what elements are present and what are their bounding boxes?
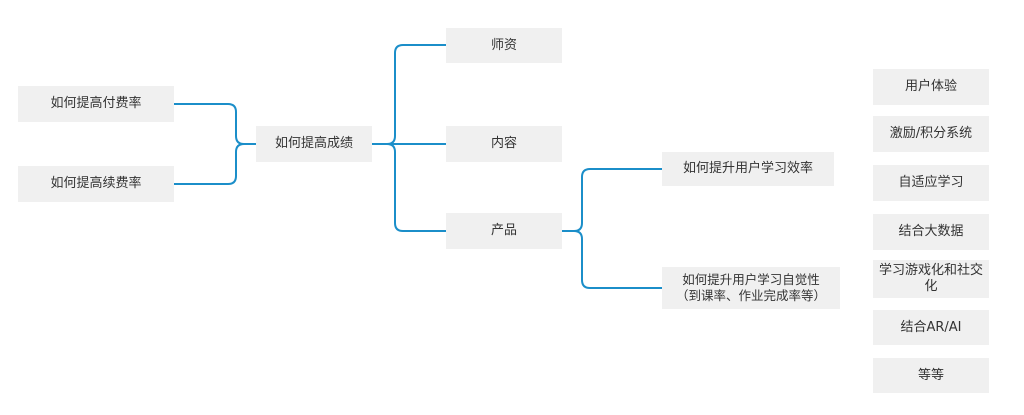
node-label: 内容 (490, 136, 517, 151)
node-label: 如何提高成绩 (274, 136, 353, 151)
node-user-learning-efficiency[interactable]: 如何提升用户学习效率 (662, 152, 834, 186)
connector-renew-to-root (173, 143, 257, 185)
node-content[interactable]: 内容 (446, 126, 562, 162)
node-increase-pay-rate[interactable]: 如何提高付费率 (18, 86, 174, 122)
list-item-etc[interactable]: 等等 (873, 358, 989, 393)
node-root-improve-grades[interactable]: 如何提高成绩 (256, 126, 372, 162)
node-label-line2: （到课率、作业完成率等） (675, 288, 826, 303)
list-item-big-data[interactable]: 结合大数据 (873, 214, 989, 250)
node-label: 结合大数据 (898, 224, 964, 239)
connector-pay-to-root (173, 103, 257, 145)
connector-root-to-teachers (371, 44, 447, 145)
node-label: 学习游戏化和社交化 (879, 263, 984, 294)
connector-root-to-product (371, 143, 447, 232)
connector-product-to-efficiency (561, 168, 663, 232)
node-product[interactable]: 产品 (446, 213, 562, 249)
node-label-line1: 如何提升用户学习自觉性 (682, 272, 820, 287)
list-item-gamification-socialization[interactable]: 学习游戏化和社交化 (873, 260, 989, 298)
node-label: 自适应学习 (898, 175, 964, 190)
node-label: 用户体验 (904, 79, 957, 94)
node-label: 如何提高付费率 (50, 96, 142, 111)
connector-product-to-self-discipline (561, 230, 663, 289)
node-teachers[interactable]: 师资 (446, 28, 562, 63)
list-item-incentive-points-system[interactable]: 激励/积分系统 (873, 116, 989, 152)
node-label: 激励/积分系统 (889, 126, 973, 141)
node-label: 结合AR/AI (900, 319, 962, 335)
node-label: 等等 (917, 367, 944, 383)
node-label: 如何提高续费率 (50, 176, 142, 191)
node-label: 产品 (490, 223, 517, 238)
list-item-user-experience[interactable]: 用户体验 (873, 69, 989, 105)
node-label: 如何提升用户学习效率 (682, 161, 813, 176)
node-increase-renewal-rate[interactable]: 如何提高续费率 (18, 166, 174, 202)
node-label: 师资 (490, 37, 517, 53)
node-user-learning-self-discipline[interactable]: 如何提升用户学习自觉性 （到课率、作业完成率等） (662, 267, 840, 309)
list-item-adaptive-learning[interactable]: 自适应学习 (873, 165, 989, 201)
list-item-ar-ai[interactable]: 结合AR/AI (873, 310, 989, 345)
